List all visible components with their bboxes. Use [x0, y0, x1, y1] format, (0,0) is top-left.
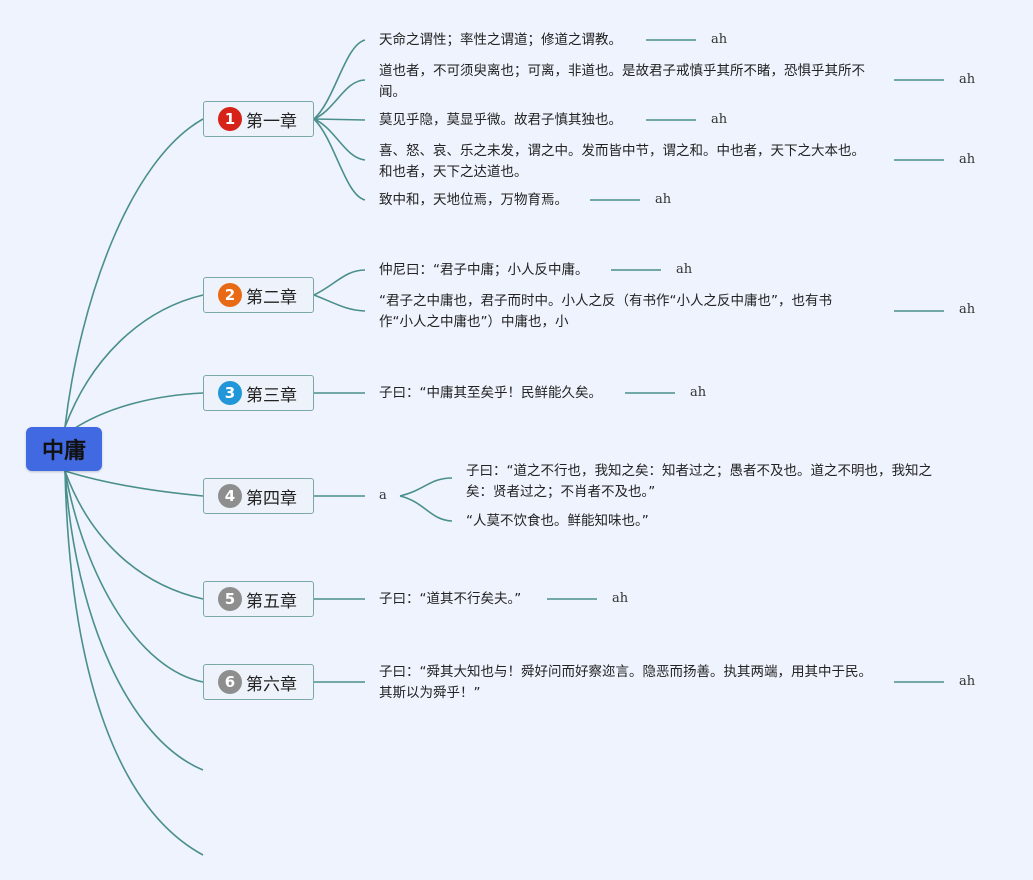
chapter-1-node[interactable]: 1 第一章	[203, 101, 314, 137]
link-root-ch6	[64, 470, 204, 683]
chapter-3-node[interactable]: 3 第三章	[203, 375, 314, 411]
chapter-title: 第三章	[246, 385, 297, 406]
chapter-title: 第一章	[246, 111, 297, 132]
link-root-ch2	[64, 294, 204, 428]
ch1-item-1-note[interactable]: ah	[711, 32, 728, 47]
ch1-item-3[interactable]: 莫见乎隐，莫显乎微。故君子慎其独也。	[379, 112, 622, 128]
ch4-sub-label[interactable]: a	[379, 488, 387, 503]
ch1-item-3-note[interactable]: ah	[711, 112, 728, 127]
link-root-ch4	[64, 470, 204, 497]
ch1-item-5-note[interactable]: ah	[655, 192, 672, 207]
ch4-item-2[interactable]: “人莫不饮食也。鲜能知味也。”	[466, 513, 649, 529]
chapter-title: 第五章	[246, 591, 297, 612]
root-node[interactable]: 中庸	[26, 427, 102, 471]
link-ch4-sub2	[399, 495, 453, 522]
ch2-item-2-note[interactable]: ah	[959, 302, 976, 317]
link-root-ch5	[64, 470, 204, 600]
link-ch2-i1	[313, 269, 366, 296]
link-root-branch8	[64, 470, 204, 856]
number-badge-icon: 6	[218, 670, 242, 694]
ch2-item-1[interactable]: 仲尼曰：“君子中庸；小人反中庸。	[379, 262, 589, 278]
number-badge-icon: 3	[218, 381, 242, 405]
number-badge-icon: 1	[218, 107, 242, 131]
chapter-title: 第二章	[246, 287, 297, 308]
link-ch1-i5	[313, 118, 366, 201]
link-ch1-i4	[313, 118, 366, 161]
link-root-ch1	[64, 118, 204, 428]
link-ch4-sub1	[399, 477, 453, 497]
link-root-ch3	[71, 392, 204, 431]
ch1-item-1[interactable]: 天命之谓性；率性之谓道；修道之谓教。	[379, 32, 622, 48]
number-badge-icon: 2	[218, 283, 242, 307]
number-badge-icon: 4	[218, 484, 242, 508]
ch3-item-1-note[interactable]: ah	[690, 385, 707, 400]
ch6-item-1-note[interactable]: ah	[959, 674, 976, 689]
chapter-2-node[interactable]: 2 第二章	[203, 277, 314, 313]
ch1-item-5[interactable]: 致中和，天地位焉，万物育焉。	[379, 192, 568, 208]
ch2-item-2[interactable]: “君子之中庸也，君子而时中。小人之反（有书作“小人之反中庸也”，也有书作“小人之…	[379, 293, 832, 330]
ch2-item-1-note[interactable]: ah	[676, 262, 693, 277]
ch1-item-4[interactable]: 喜、怒、哀、乐之未发，谓之中。发而皆中节，谓之和。中也者，天下之大本也。和也者，…	[379, 143, 865, 180]
link-ch1-i1	[313, 39, 366, 120]
chapter-5-node[interactable]: 5 第五章	[203, 581, 314, 617]
ch1-item-2[interactable]: 道也者，不可须臾离也；可离，非道也。是故君子戒慎乎其所不睹，恐惧乎其所不闻。	[379, 63, 865, 100]
ch5-item-1-note[interactable]: ah	[612, 591, 629, 606]
ch6-item-1[interactable]: 子曰：“舜其大知也与！舜好问而好察迩言。隐恶而扬善。执其两端，用其中于民。其斯以…	[379, 664, 872, 701]
link-ch1-i3	[313, 118, 366, 121]
ch5-item-1[interactable]: 子曰：“道其不行矣夫。”	[379, 591, 522, 607]
chapter-title: 第六章	[246, 674, 297, 695]
ch1-item-2-note[interactable]: ah	[959, 72, 976, 87]
link-root-branch7	[64, 470, 204, 771]
number-badge-icon: 5	[218, 587, 242, 611]
chapter-title: 第四章	[246, 488, 297, 509]
link-ch1-i2	[313, 79, 366, 120]
link-ch2-i2	[313, 294, 366, 312]
ch1-item-4-note[interactable]: ah	[959, 152, 976, 167]
ch4-item-1[interactable]: 子曰：“道之不行也，我知之矣：知者过之；愚者不及也。道之不明也，我知之矣：贤者过…	[466, 463, 932, 500]
chapter-4-node[interactable]: 4 第四章	[203, 478, 314, 514]
chapter-6-node[interactable]: 6 第六章	[203, 664, 314, 700]
ch3-item-1[interactable]: 子曰：“中庸其至矣乎！民鲜能久矣。	[379, 385, 602, 401]
